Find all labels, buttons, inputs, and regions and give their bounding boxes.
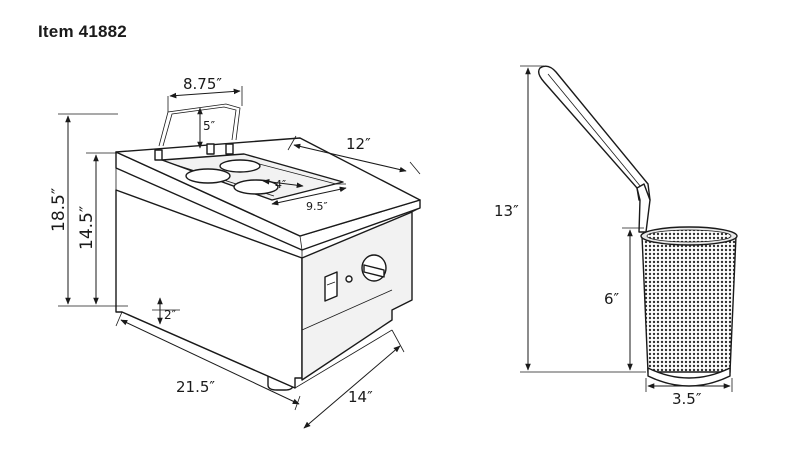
basket-handle	[537, 65, 651, 201]
basket-bottom-rim	[647, 367, 731, 387]
basket-rim-2	[219, 159, 261, 173]
indicator-light	[345, 275, 353, 283]
dim-body-height: 14.5″	[77, 206, 97, 250]
basket-mesh-body	[641, 235, 737, 373]
pasta-basket-illustration	[537, 65, 738, 387]
dim-basket-opening: 4″	[275, 178, 286, 191]
dim-well-width: 9.5″	[306, 200, 328, 213]
dim-overall-depth: 14″	[348, 388, 373, 406]
dim-lid-height: 5″	[203, 119, 216, 133]
item-title: Item 41882	[38, 22, 127, 41]
dim-basket-total-height: 13″	[494, 202, 519, 220]
dimension-lines	[58, 65, 733, 429]
power-switch	[324, 271, 338, 302]
pasta-cooker-illustration	[115, 103, 421, 391]
dim-overall-height: 18.5″	[49, 188, 69, 232]
dim-lid-width: 8.75″	[183, 75, 222, 93]
basket-handle-wire	[158, 103, 241, 147]
dim-overall-width: 21.5″	[176, 378, 215, 396]
control-knob	[361, 254, 387, 282]
dim-basket-diameter: 3.5″	[672, 390, 702, 408]
dim-basket-height: 6″	[604, 290, 620, 308]
dim-depth-top: 12″	[346, 135, 371, 153]
dim-leg-height: 2″	[164, 308, 177, 322]
basket-rim-1	[185, 168, 231, 184]
